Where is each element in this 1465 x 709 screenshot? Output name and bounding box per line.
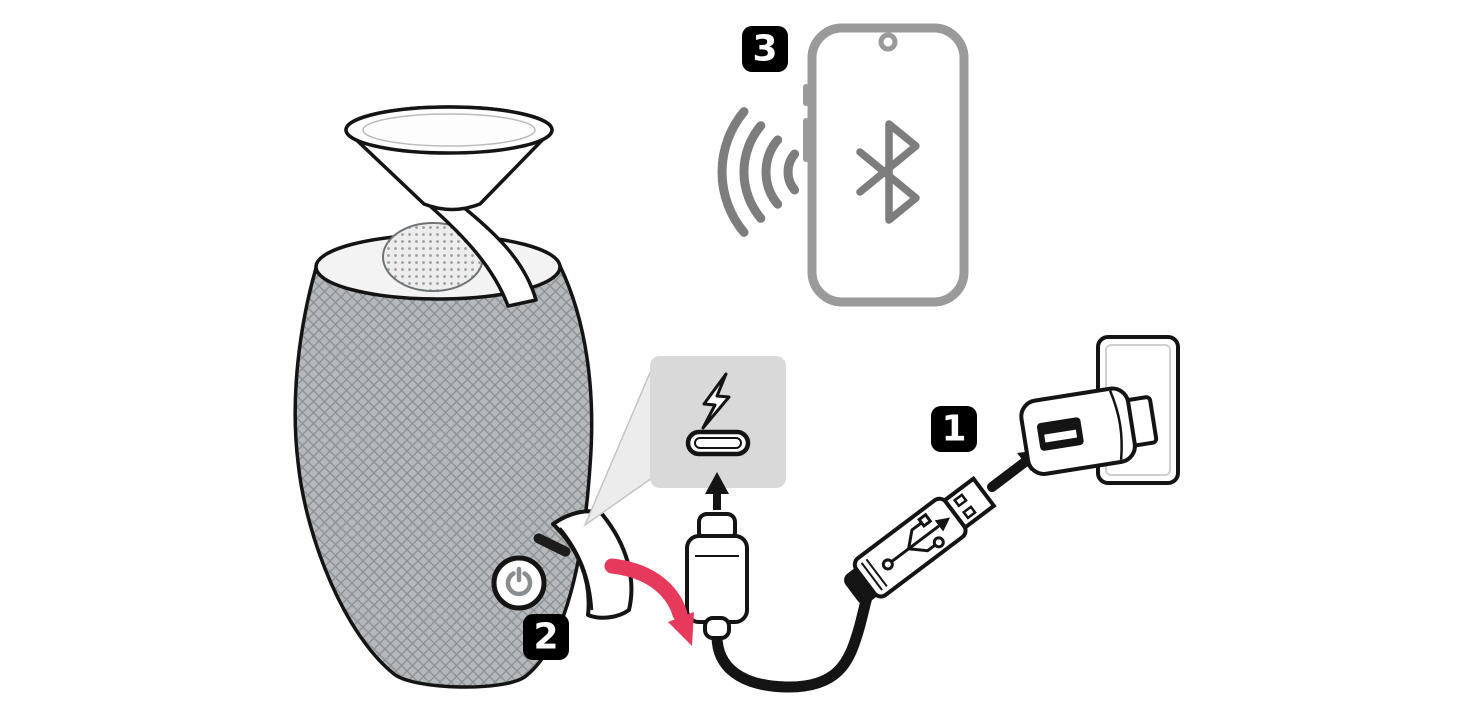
lightning-icon bbox=[701, 372, 731, 430]
usb-c-connector bbox=[685, 512, 749, 640]
usb-trident-icon bbox=[881, 512, 951, 571]
power-button bbox=[491, 555, 547, 611]
usb-c-port bbox=[685, 429, 751, 457]
phone-volume-button bbox=[803, 118, 809, 162]
speaker-illustration bbox=[293, 105, 634, 689]
step-1-badge: 1 bbox=[931, 406, 977, 452]
usb-cable bbox=[711, 576, 878, 693]
speaker-tweeter-cone bbox=[344, 105, 554, 308]
step-3-badge: 3 bbox=[742, 26, 788, 72]
flip-open-arrow-icon bbox=[604, 558, 694, 646]
phone-side-button bbox=[803, 84, 809, 106]
plug-metal-tip bbox=[941, 475, 997, 531]
tweeter-cone-rim bbox=[344, 105, 554, 155]
power-adapter bbox=[1019, 386, 1159, 476]
adapter-usb-port bbox=[1036, 417, 1084, 451]
step-2-number: 2 bbox=[533, 617, 558, 658]
step-3-number: 3 bbox=[752, 29, 777, 70]
tweeter-arm bbox=[428, 196, 538, 308]
usb-a-plug bbox=[844, 475, 997, 605]
step-2-badge: 2 bbox=[523, 614, 569, 660]
smartphone bbox=[803, 23, 969, 307]
arrow-up-icon bbox=[705, 472, 729, 510]
wireless-waves-icon bbox=[717, 107, 800, 237]
phone-notch bbox=[878, 32, 898, 52]
charging-port-callout bbox=[583, 356, 786, 528]
callout-wedge bbox=[583, 367, 653, 528]
usb-port-slot bbox=[533, 533, 571, 557]
tweeter-cone-rim-inner bbox=[362, 113, 536, 147]
bluetooth-icon bbox=[856, 120, 920, 224]
plug-cable-boot bbox=[844, 567, 879, 605]
power-icon bbox=[505, 566, 533, 597]
callout-panel bbox=[650, 356, 786, 488]
step-1-number: 1 bbox=[941, 409, 966, 450]
